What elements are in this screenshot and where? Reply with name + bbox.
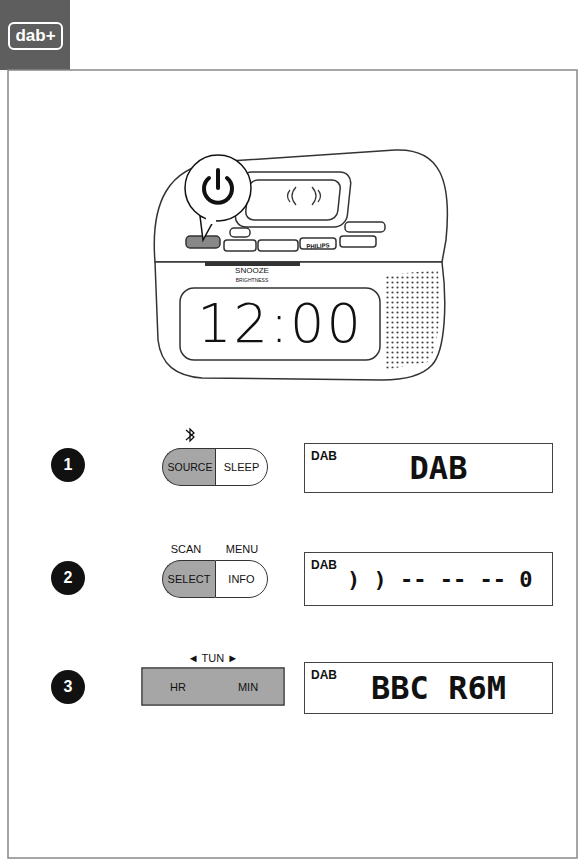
node-text: DAB: [347, 449, 530, 487]
page-frame: [8, 70, 577, 858]
sleep-button: SLEEP: [215, 448, 268, 486]
node-text: SLEEP: [224, 461, 259, 473]
power-callout: [185, 155, 251, 240]
menu-label: MENU: [226, 543, 258, 555]
node-text: MIN: [238, 681, 258, 693]
lcd-display: DAB DAB: [304, 443, 553, 493]
step-number: 3: [51, 670, 85, 704]
info-button: INFO: [215, 560, 268, 598]
step-number: 1: [51, 448, 85, 482]
node-text: 2: [64, 569, 73, 587]
clock-radio: [154, 150, 447, 380]
lcd-display: DAB BBC R6M: [304, 662, 553, 714]
node-text: SELECT: [168, 573, 211, 585]
dab-tab: [0, 0, 70, 70]
scan-label: SCAN: [171, 543, 202, 555]
select-button: SELECT: [162, 560, 215, 598]
node-text: SOURCE: [168, 461, 213, 473]
node-text: 1: [64, 456, 73, 474]
node-text: HR: [170, 681, 186, 693]
clock-digits: 12:00: [197, 292, 363, 355]
source-indicator: DAB: [311, 449, 337, 463]
tune-label: ◄ TUN ►: [188, 652, 238, 664]
brand-name: PHILIPS: [306, 242, 330, 249]
source-indicator: DAB: [311, 668, 337, 682]
dab-logo: dab+: [8, 22, 63, 50]
node-text: dab+: [15, 26, 55, 46]
node-text: BBC R6M: [347, 669, 530, 707]
source-button: SOURCE: [162, 448, 217, 486]
minute-button: MIN: [213, 669, 283, 704]
brightness-label: BRIGHTNESS: [236, 277, 269, 283]
source-indicator: DAB: [311, 558, 337, 572]
bluetooth-icon: [186, 429, 194, 441]
node-text: 3: [64, 678, 73, 696]
node-text: INFO: [228, 573, 254, 585]
hour-button: HR: [143, 669, 213, 704]
tune-button-frame: [142, 668, 284, 705]
step-number: 2: [51, 561, 85, 595]
node-text: ) ) -- -- -- 0: [347, 567, 530, 592]
snooze-label: SNOOZE: [235, 266, 269, 275]
lcd-display: DAB ) ) -- -- -- 0: [304, 552, 553, 606]
